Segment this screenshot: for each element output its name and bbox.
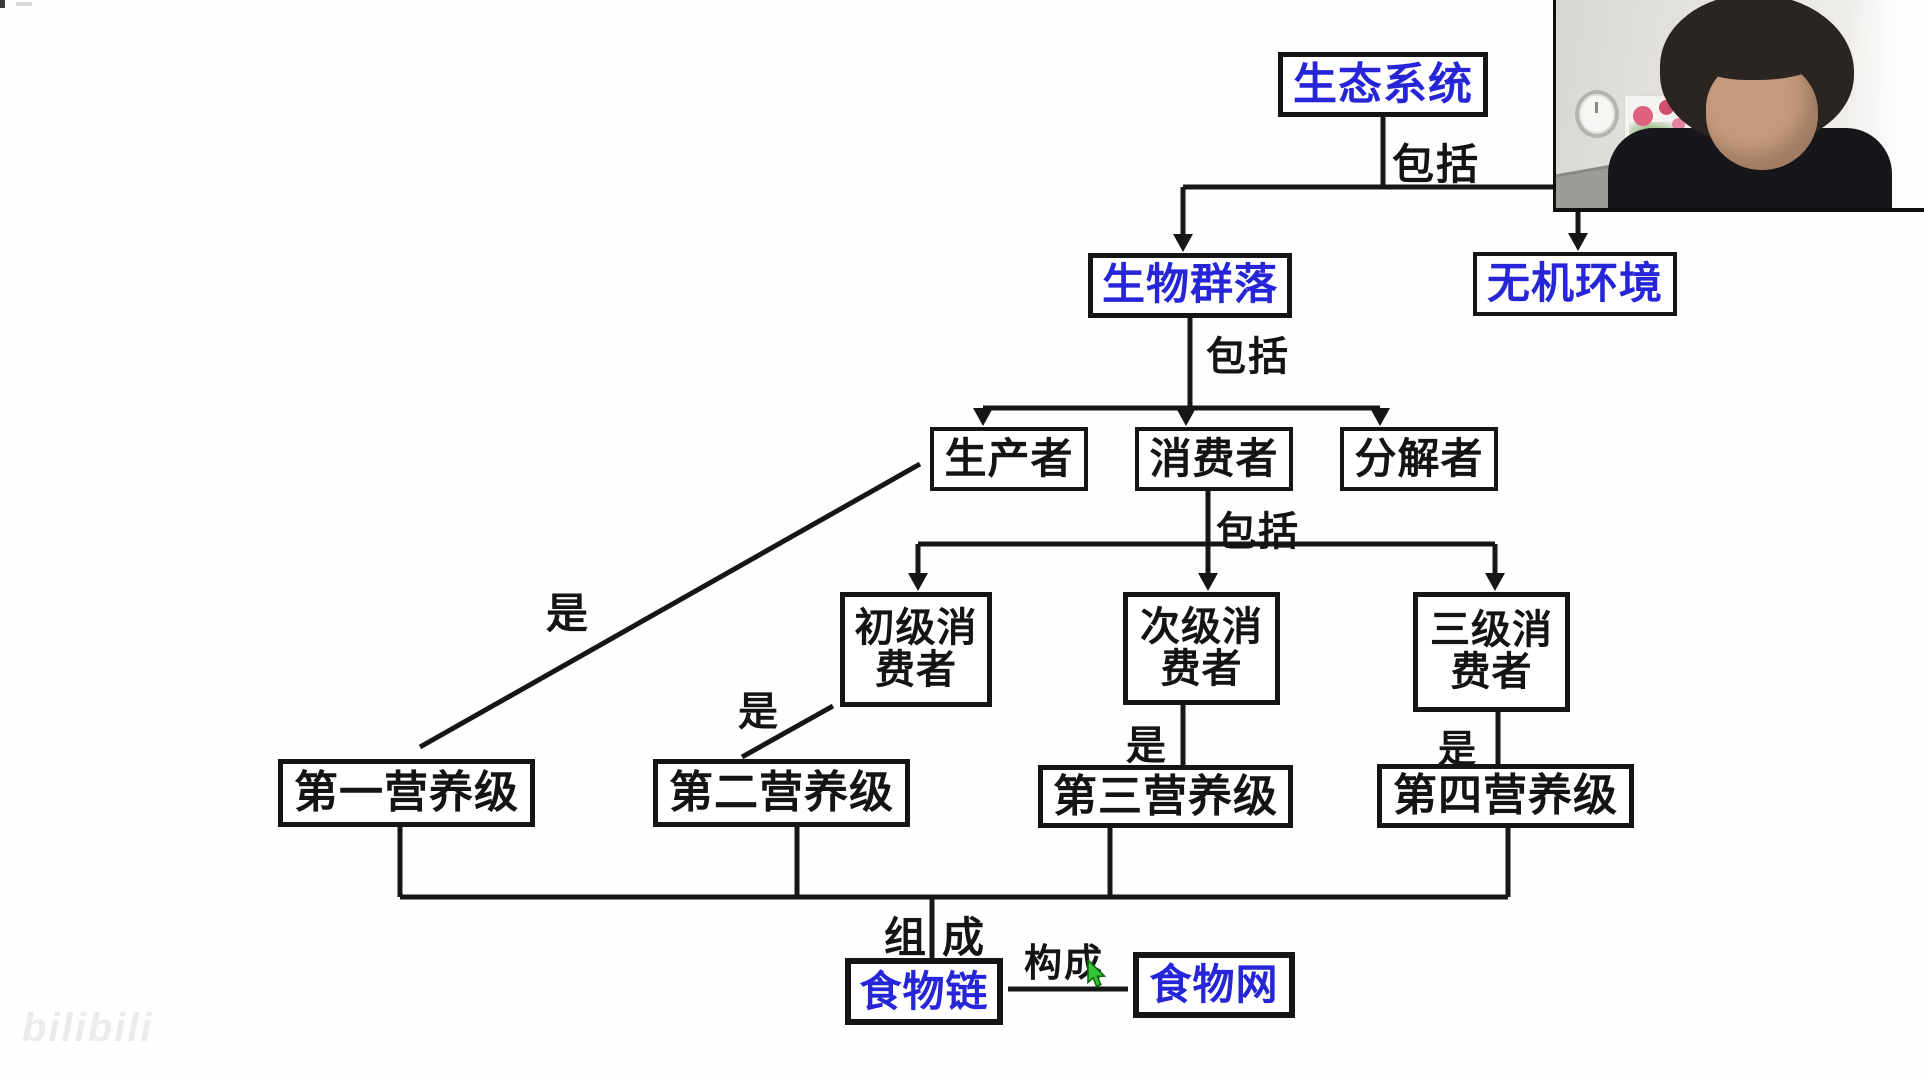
node-abiotic-environment-label: 无机环境 [1487,259,1663,308]
mouse-cursor-icon [1086,958,1112,995]
edge-label-is-1: 是 [546,590,591,637]
node-ecosystem-label: 生态系统 [1293,59,1473,109]
edge-artifact [0,0,5,8]
node-consumer-label: 消费者 [1149,435,1279,483]
edge-label-is-2: 是 [738,690,780,734]
webcam-person-fringe [1698,28,1830,80]
node-decomposer-label: 分解者 [1354,435,1484,483]
node-decomposer: 分解者 [1340,427,1498,491]
node-tertiary-consumer: 三级消费者 [1413,592,1570,712]
node-trophic-level-2-label: 第二营养级 [669,768,894,818]
node-producer-label: 生产者 [944,435,1074,483]
node-food-chain: 食物链 [845,958,1003,1025]
node-producer: 生产者 [930,427,1088,491]
arrowheads [908,233,1588,591]
edge-label-compose-left: 组 [884,914,929,961]
edge-label-compose-right: 成 [942,914,987,961]
edge-artifact [16,2,32,6]
node-primary-consumer: 初级消费者 [840,592,992,707]
node-secondary-consumer-label: 次级消费者 [1140,604,1263,691]
edge-primary-trophic2 [740,703,835,760]
node-food-chain-label: 食物链 [859,967,989,1015]
node-trophic-level-3-label: 第三营养级 [1053,771,1278,821]
node-trophic-level-4: 第四营养级 [1377,764,1634,828]
edge-label-include-mid: 包括 [1206,335,1290,379]
node-trophic-level-1: 第一营养级 [278,759,535,827]
node-food-web: 食物网 [1133,952,1295,1018]
node-primary-consumer-label: 初级消费者 [854,605,978,692]
node-trophic-level-2: 第二营养级 [653,759,910,827]
node-biotic-community: 生物群落 [1088,253,1292,318]
node-trophic-level-1-label: 第一营养级 [294,768,519,818]
node-trophic-level-3: 第三营养级 [1038,765,1293,828]
edge-label-is-4: 是 [1438,729,1479,771]
node-consumer: 消费者 [1135,427,1293,491]
edge-producer-trophic1 [418,461,922,750]
node-food-web-label: 食物网 [1149,961,1279,1009]
node-biotic-community-label: 生物群落 [1102,261,1278,310]
node-abiotic-environment: 无机环境 [1473,252,1677,316]
node-trophic-level-4-label: 第四营养级 [1393,771,1618,821]
webcam-overlay [1553,0,1924,212]
node-ecosystem: 生态系统 [1278,52,1488,117]
edge-label-include-top: 包括 [1392,141,1481,188]
edge-label-include-consumer: 包括 [1216,510,1300,554]
edge-label-is-3: 是 [1126,724,1168,768]
webcam-wall-clock [1575,90,1619,138]
bilibili-watermark: bilibili [22,1006,154,1050]
node-secondary-consumer: 次级消费者 [1123,592,1280,705]
node-tertiary-consumer-label: 三级消费者 [1430,608,1553,694]
